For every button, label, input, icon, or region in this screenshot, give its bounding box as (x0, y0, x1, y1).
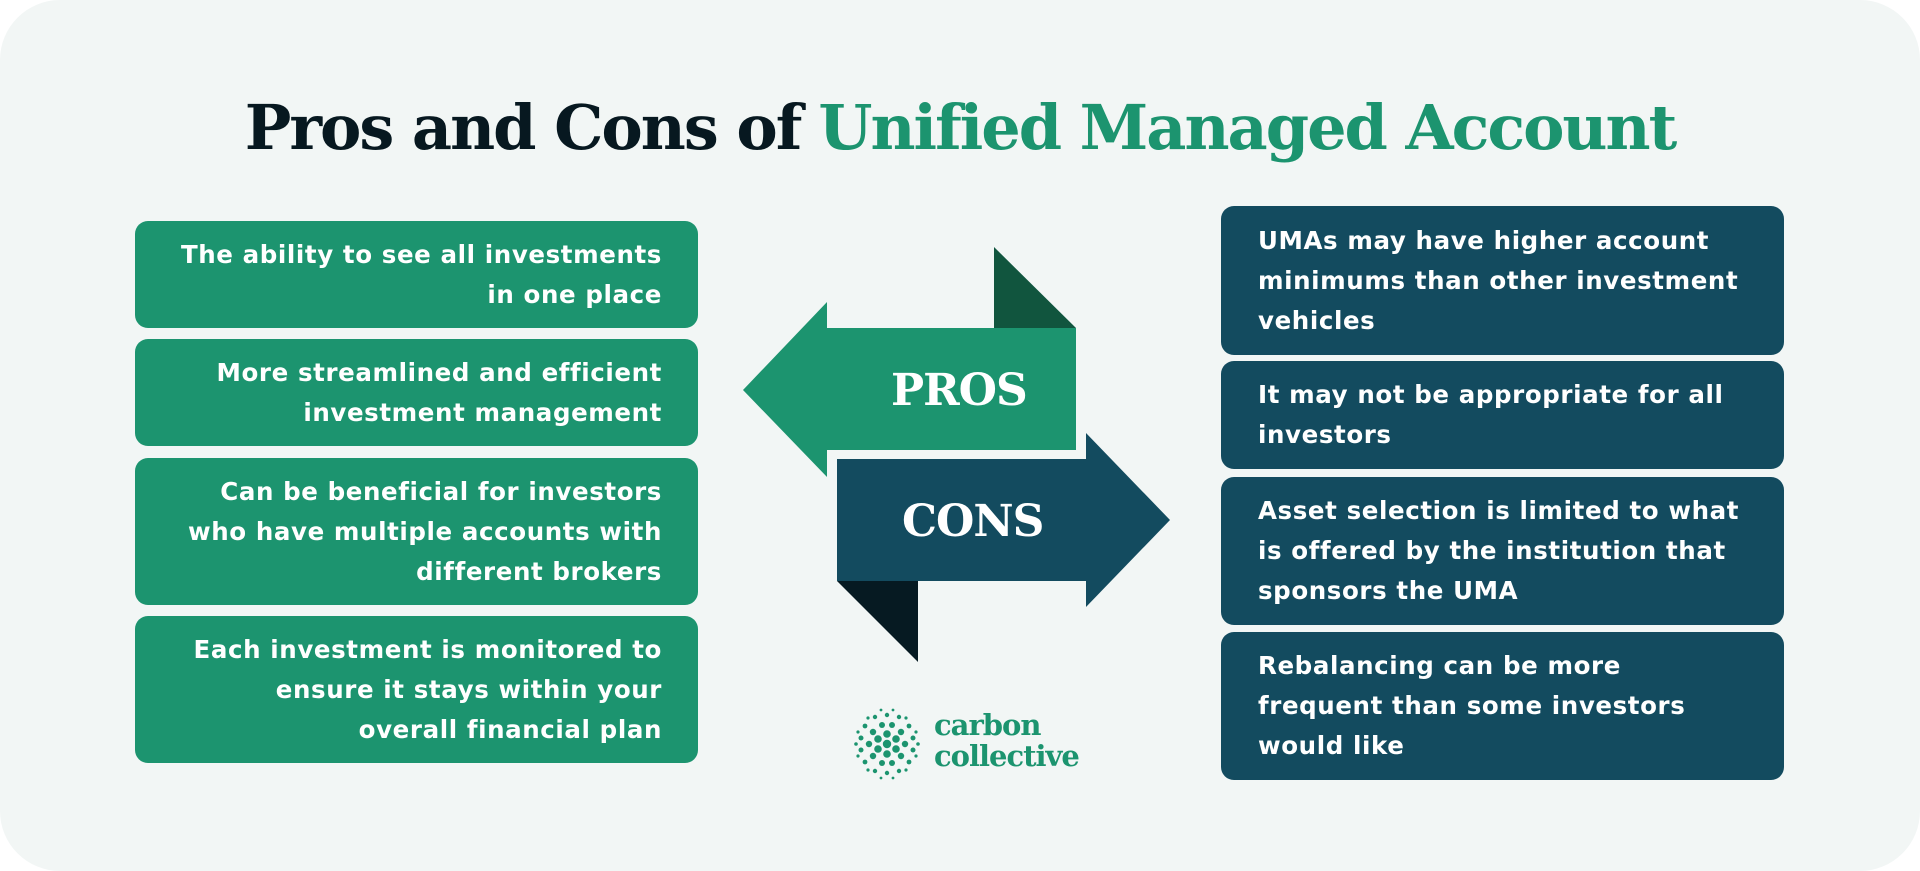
con-item: Asset selection is limited to what is of… (1221, 477, 1784, 625)
logo-line-2: collective (934, 739, 1080, 773)
pro-item-text: Can be beneficial for investors (220, 476, 662, 506)
pro-item: More streamlined and efficient investmen… (135, 339, 698, 446)
con-item-text: would like (1258, 731, 1405, 760)
title-prefix: Pros and Cons of (244, 91, 803, 164)
pro-item-text: who have multiple accounts with (188, 516, 662, 546)
pro-item: Each investment is monitored to ensure i… (135, 616, 698, 763)
pro-item-text: overall financial plan (358, 714, 662, 744)
logo-wordmark: carbon collective (934, 708, 1080, 773)
pros-label: PROS (891, 365, 1028, 416)
pro-item-text: Each investment is monitored to (193, 634, 662, 664)
pro-item-text: More streamlined and efficient (216, 357, 662, 387)
con-item-text: minimums than other investment (1258, 265, 1739, 295)
pro-item: The ability to see all investments in on… (135, 221, 698, 328)
con-item-text: is offered by the institution that (1258, 536, 1726, 565)
title-highlight: Unified Managed Account (818, 91, 1677, 164)
con-item-text: UMAs may have higher account (1258, 225, 1710, 255)
con-item-text: frequent than some investors (1258, 691, 1686, 720)
pro-item-text: in one place (487, 279, 662, 309)
con-item: Rebalancing can be more frequent than so… (1221, 632, 1784, 780)
dotted-circle-logo-icon (854, 708, 920, 780)
con-item-text: Asset selection is limited to what (1258, 496, 1740, 525)
cons-label: CONS (902, 496, 1044, 547)
pro-item-text: ensure it stays within your (275, 674, 662, 704)
pros-arrow-fold (994, 247, 1076, 328)
con-item: UMAs may have higher account minimums th… (1221, 206, 1784, 355)
con-item-text: Rebalancing can be more (1258, 651, 1621, 680)
pro-item-text: different brokers (416, 556, 662, 586)
pro-item: Can be beneficial for investors who have… (135, 458, 698, 605)
con-item-text: vehicles (1258, 305, 1376, 335)
con-item-text: investors (1258, 420, 1392, 449)
carbon-collective-logo: carbon collective (849, 706, 1080, 782)
cons-arrow-fold (837, 581, 918, 662)
pro-item-text: investment management (303, 397, 662, 427)
con-item: It may not be appropriate for all invest… (1221, 361, 1784, 469)
pro-item-text: The ability to see all investments (180, 239, 662, 269)
con-item-text: It may not be appropriate for all (1258, 380, 1724, 409)
con-item-text: sponsors the UMA (1258, 576, 1519, 605)
logo-line-1: carbon (934, 708, 1041, 742)
